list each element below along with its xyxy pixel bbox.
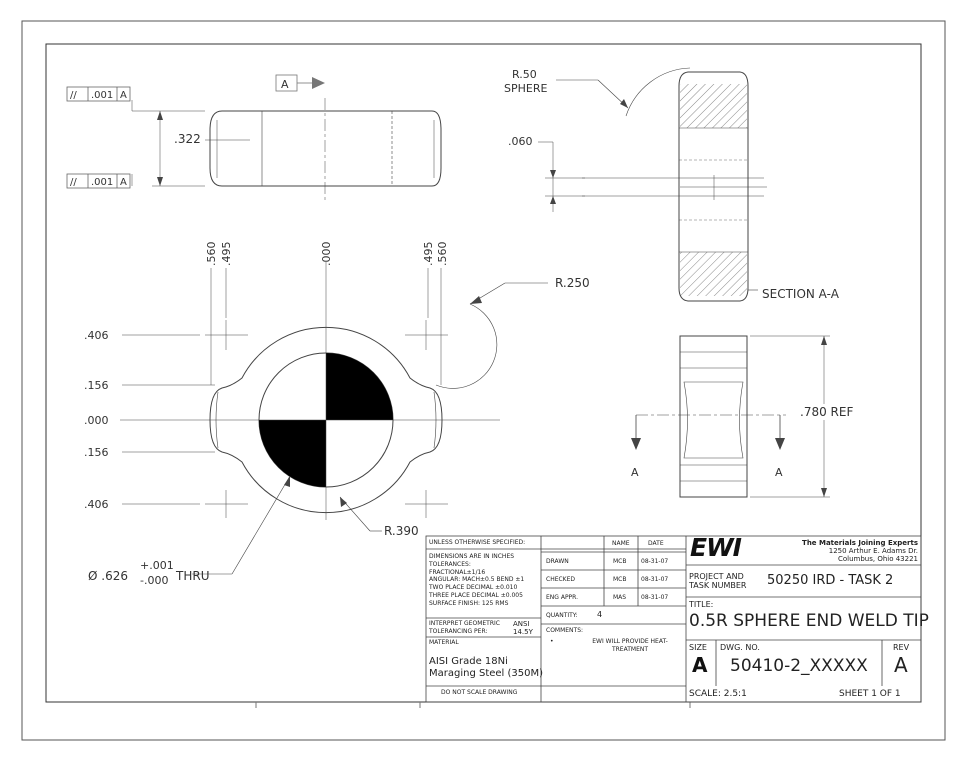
dim-y-156-top: .156: [84, 379, 109, 392]
hole-thru: THRU: [175, 569, 209, 583]
rev-label: REV: [893, 643, 910, 652]
fcf-bottom-symbol: //: [70, 177, 77, 188]
dim-x-495-left: .495: [220, 242, 233, 267]
r250-arrow: [470, 296, 482, 304]
dim-r50-line1: R.50: [512, 68, 537, 81]
end-view: [635, 335, 830, 498]
quantity-label: QUANTITY:: [546, 612, 578, 619]
quantity-value: 4: [597, 610, 603, 619]
dim-060: .060: [508, 135, 533, 148]
scale: SCALE: 2.5:1: [689, 689, 747, 699]
row-checked-name: MCB: [613, 576, 627, 583]
r390-arrow: [340, 497, 347, 507]
dim060-arrow-bottom: [550, 196, 556, 204]
interpret-value: ANSI 14.5Y: [513, 620, 533, 636]
row-drawn-date: 08-31-07: [641, 558, 669, 565]
size-value: A: [692, 653, 708, 677]
name-header: NAME: [612, 540, 630, 547]
comment-text: EWI WILL PROVIDE HEAT- TREATMENT: [592, 638, 668, 653]
section-view: [538, 67, 767, 302]
dim-thickness: .322: [174, 132, 201, 146]
do-not-scale: DO NOT SCALE DRAWING: [441, 689, 518, 696]
outer-border: [21, 20, 946, 741]
hole-arrow: [284, 476, 290, 487]
section-label: SECTION A-A: [762, 287, 840, 301]
dim-780: .780 REF: [800, 405, 853, 419]
dim-x-495-right: .495: [422, 242, 435, 267]
cut-arrow-left: [631, 438, 641, 450]
dim060-arrow-top: [550, 170, 556, 178]
sheet-number: SHEET 1 OF 1: [839, 689, 901, 699]
fcf-bottom-tolerance: .001: [91, 177, 113, 188]
fcf-bottom: [66, 173, 131, 189]
dim-r250: R.250: [555, 276, 590, 290]
drawing-title: 0.5R SPHERE END WELD TIP: [689, 611, 929, 631]
rev-value: A: [894, 653, 908, 677]
dim-r50-line2: SPHERE: [504, 82, 547, 95]
dim780-arrow-top: [821, 336, 827, 345]
fcf-bottom-datum: A: [120, 177, 127, 188]
company-info: The Materials Joining Experts 1250 Arthu…: [802, 539, 918, 563]
fcf-top-datum: A: [120, 90, 127, 101]
title-block-grid: [425, 535, 922, 703]
interpret-label: INTERPRET GEOMETRIC TOLERANCING PER:: [429, 620, 500, 635]
project-value: 50250 IRD - TASK 2: [767, 573, 894, 588]
fcf-top-symbol: //: [70, 90, 77, 101]
dwg-number: 50410-2_XXXXX: [730, 656, 868, 676]
row-eng-name: MAS: [613, 594, 627, 601]
comments-label: COMMENTS:: [546, 627, 584, 634]
side-view: [131, 98, 442, 200]
hole-diameter: Ø .626: [88, 569, 128, 583]
cut-label-left: A: [631, 466, 639, 479]
datum-flag-label: A: [281, 78, 289, 91]
dim780-arrow-bottom: [821, 488, 827, 497]
ewi-logo: EWI: [690, 533, 742, 562]
dim-y-406-bottom: .406: [84, 498, 109, 511]
hole-tol-plus: +.001: [140, 559, 174, 572]
dim-y-406-top: .406: [84, 329, 109, 342]
material-label: MATERIAL: [429, 639, 459, 646]
title-label: TITLE:: [689, 600, 714, 609]
dim-x-000: .000: [320, 242, 333, 267]
dwg-label: DWG. NO.: [720, 643, 760, 652]
size-label: SIZE: [689, 643, 707, 652]
front-view: [120, 262, 548, 575]
datum-flag: [275, 74, 325, 92]
date-header: DATE: [648, 540, 664, 547]
comment-bullet: •: [550, 638, 554, 645]
row-checked-role: CHECKED: [546, 576, 576, 583]
dim-y-000: .000: [84, 414, 109, 427]
project-label: PROJECT AND TASK NUMBER: [689, 572, 747, 590]
tolerance-notes: DIMENSIONS ARE IN INCHES TOLERANCES: FRA…: [429, 553, 525, 607]
dim-x-560-right: .560: [436, 242, 449, 267]
cut-arrow-right: [775, 438, 785, 450]
fcf-top-tolerance: .001: [91, 90, 113, 101]
dim-r390: R.390: [384, 524, 419, 538]
r50-arrow: [620, 99, 628, 108]
material-value: AISI Grade 18Ni Maraging Steel (350M): [429, 656, 544, 679]
cut-label-right: A: [775, 466, 783, 479]
unless-specified: UNLESS OTHERWISE SPECIFIED:: [429, 539, 526, 546]
dim-y-156-bottom: .156: [84, 446, 109, 459]
row-checked-date: 08-31-07: [641, 576, 669, 583]
row-eng-date: 08-31-07: [641, 594, 669, 601]
fcf-top: [66, 86, 131, 102]
row-eng-role: ENG APPR.: [546, 594, 579, 601]
hole-tol-minus: -.000: [140, 574, 168, 587]
row-drawn-role: DRAWN: [546, 558, 569, 565]
row-drawn-name: MCB: [613, 558, 627, 565]
dim-x-560-left: .560: [205, 242, 218, 267]
